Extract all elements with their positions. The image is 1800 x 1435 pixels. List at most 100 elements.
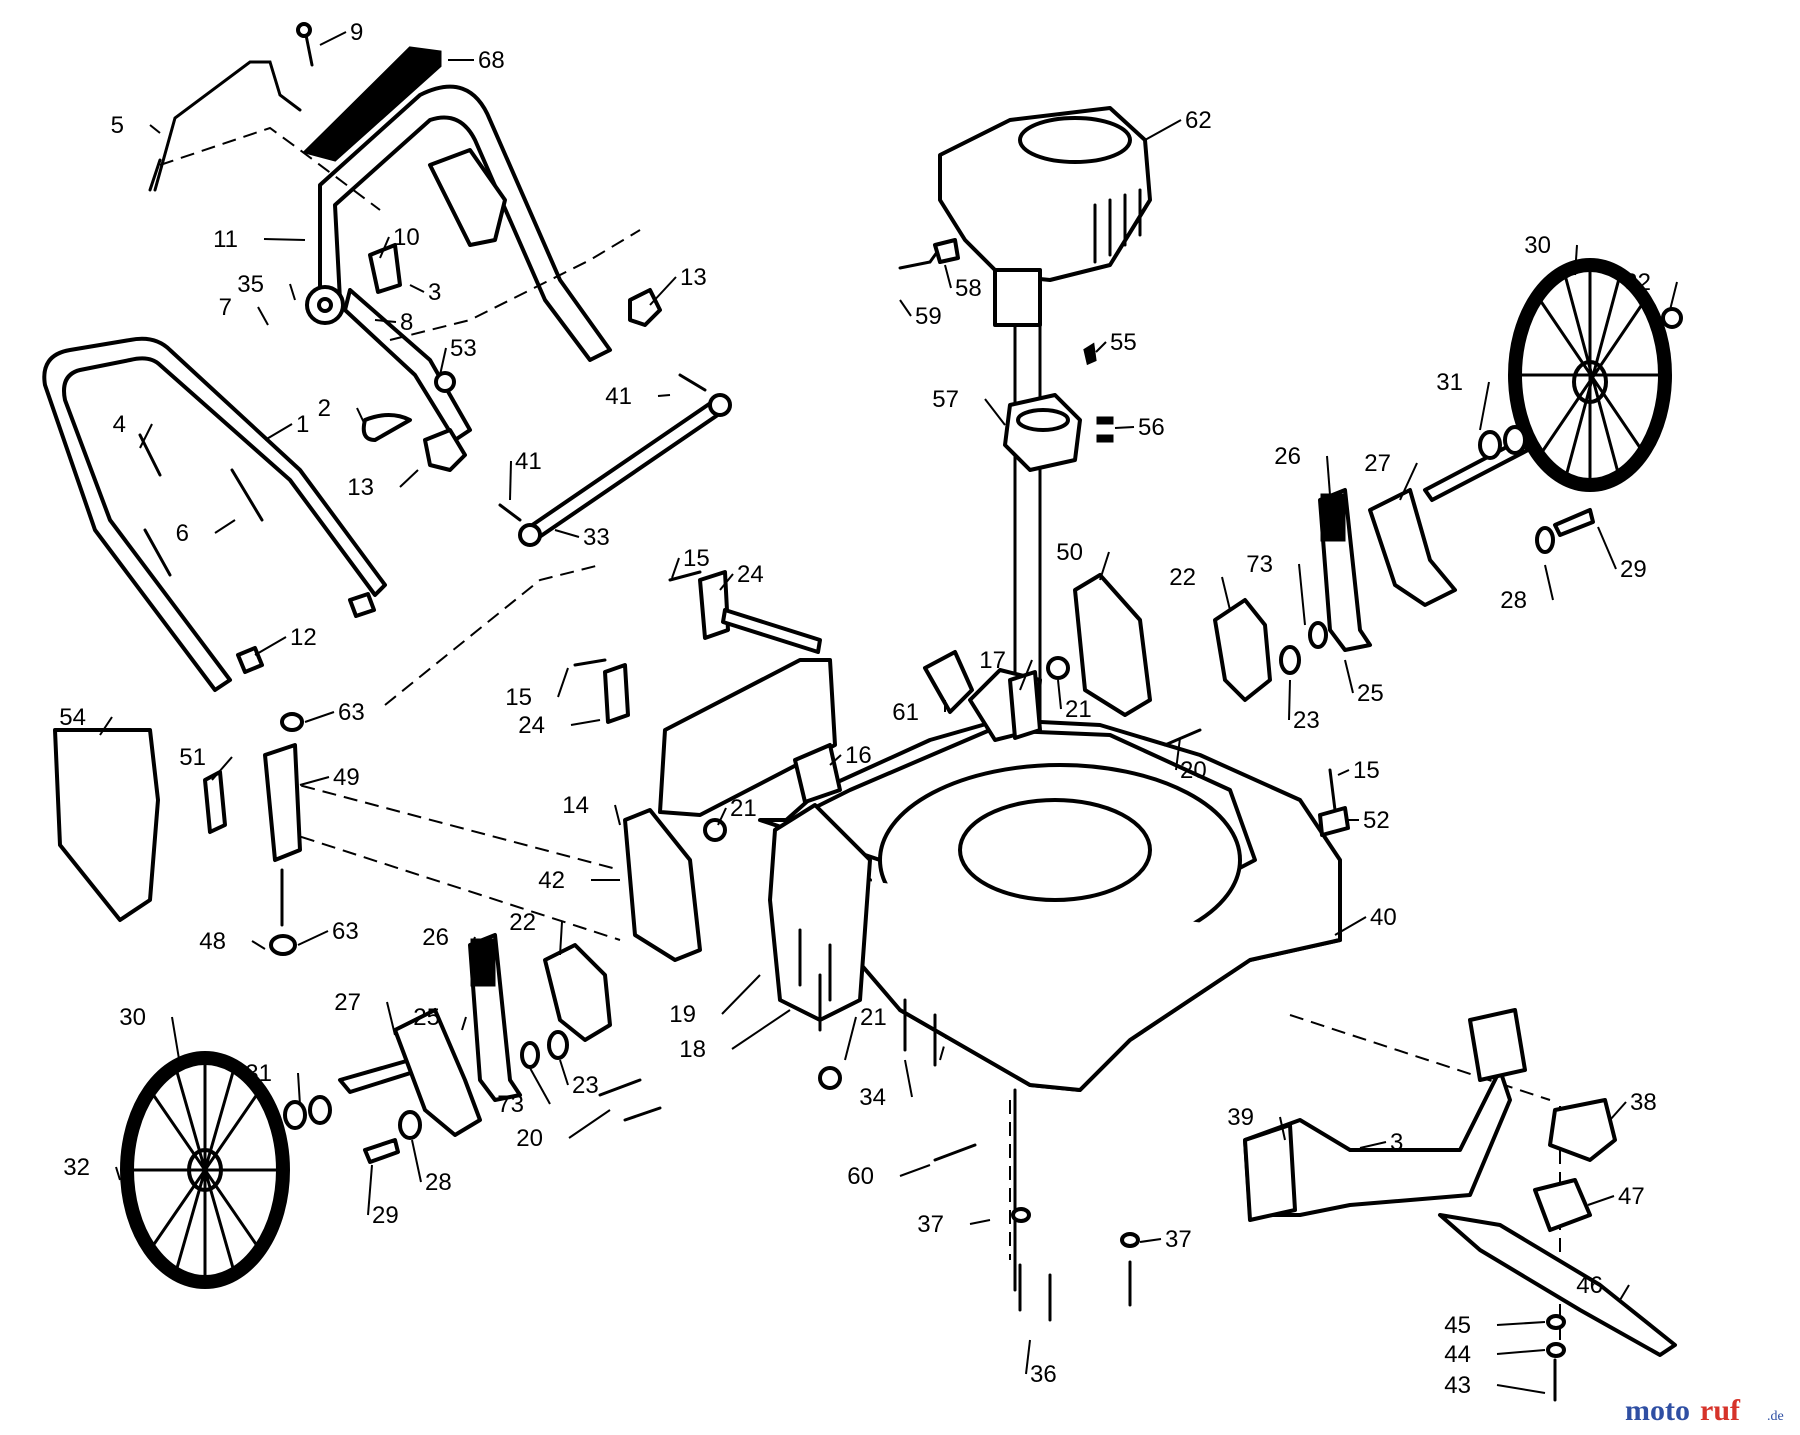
wheel-tire-left <box>120 1051 290 1289</box>
callout-leader <box>844 1016 857 1061</box>
callout-18: 18 <box>679 1036 706 1063</box>
callout-leader <box>304 711 335 723</box>
bushing-63b <box>269 934 297 956</box>
callout-21: 21 <box>1065 696 1092 723</box>
callout-leader <box>984 398 1006 426</box>
axle-end-upper <box>708 393 732 417</box>
key-56a <box>1096 416 1114 425</box>
spacer-top <box>1016 408 1070 432</box>
callout-leader <box>297 1072 301 1106</box>
callout-61: 61 <box>892 699 919 726</box>
callout-15: 15 <box>683 545 710 572</box>
callout-leader <box>1669 281 1678 311</box>
bracket-24b <box>603 663 630 724</box>
clip-41a <box>678 373 707 392</box>
callout-55: 55 <box>1110 329 1137 356</box>
callout-22: 22 <box>509 909 536 936</box>
callout-45: 45 <box>1444 1312 1471 1339</box>
callout-leader <box>149 124 161 134</box>
callout-leader <box>899 1164 931 1177</box>
callout-leader <box>1587 1195 1615 1206</box>
chute-hinge-49 <box>263 743 302 862</box>
callout-35: 35 <box>237 271 264 298</box>
callout-leader <box>719 573 734 591</box>
front-left-wheel <box>120 1051 422 1289</box>
rear-axle <box>498 373 732 547</box>
callout-leader <box>1597 526 1617 570</box>
deflector <box>923 650 974 714</box>
callout-7: 7 <box>219 294 232 321</box>
callout-leader <box>1279 1116 1286 1141</box>
callout-leader <box>374 319 397 323</box>
spacer-31d <box>308 1095 332 1125</box>
washer-23-right <box>1279 645 1301 675</box>
clip-upper <box>230 468 264 522</box>
callout-20: 20 <box>1180 757 1207 784</box>
right-height-adjuster <box>1073 425 1595 717</box>
callout-28: 28 <box>425 1169 452 1196</box>
guard-plate-38b <box>1468 1008 1527 1082</box>
callout-30: 30 <box>1524 232 1551 259</box>
callout-21: 21 <box>730 795 757 822</box>
washer-73-left <box>520 1041 540 1069</box>
callout-28: 28 <box>1500 587 1527 614</box>
callout-leader <box>1359 1141 1387 1149</box>
callout-leader <box>559 921 563 956</box>
callout-leader <box>211 756 233 781</box>
callout-leader <box>1139 1238 1162 1243</box>
callout-73: 73 <box>1246 551 1273 578</box>
callout-leader <box>1496 1349 1546 1355</box>
callout-leader <box>439 347 447 376</box>
washer-28-left <box>398 1110 422 1140</box>
callout-6: 6 <box>176 520 189 547</box>
rear-right-wheel <box>1508 258 1683 492</box>
watermark-part1: moto <box>1625 1394 1690 1427</box>
callout-68: 68 <box>478 47 505 74</box>
adjuster-grip-left <box>470 938 496 987</box>
axle-end-lower <box>518 523 542 547</box>
callout-27: 27 <box>1364 450 1391 477</box>
clip-41b <box>498 503 522 522</box>
callout-50: 50 <box>1056 539 1083 566</box>
callout-leader <box>1019 659 1033 691</box>
callout-32: 32 <box>1624 269 1651 296</box>
deck-front-lip <box>778 868 1342 1092</box>
callout-leader <box>1144 119 1182 141</box>
pin-15b <box>573 658 607 667</box>
callout-leader <box>559 1059 569 1086</box>
callout-58: 58 <box>955 275 982 302</box>
callout-40: 40 <box>1370 904 1397 931</box>
callout-leader <box>969 1219 991 1225</box>
callout-17: 17 <box>979 647 1006 674</box>
callout-25: 25 <box>413 1004 440 1031</box>
callout-leader <box>721 974 761 1015</box>
callout-63: 63 <box>338 699 365 726</box>
callout-13: 13 <box>347 474 374 501</box>
washer-28 <box>1535 526 1555 554</box>
axle-rod <box>523 398 727 542</box>
callout-leader <box>614 804 621 826</box>
callout-36: 36 <box>1030 1361 1057 1388</box>
handle-bracket <box>368 243 402 294</box>
adjuster-plate-right <box>1368 488 1457 607</box>
callout-leader <box>1114 426 1135 429</box>
blade-46 <box>1438 1213 1677 1357</box>
hair-pin <box>361 413 412 442</box>
washer-44 <box>1546 1342 1566 1358</box>
wheel-nut-right <box>1661 307 1683 329</box>
callout-leader <box>264 423 293 441</box>
callout-32: 32 <box>63 1154 90 1181</box>
callout-leader <box>289 283 296 301</box>
callout-leader <box>1334 916 1367 936</box>
callout-41: 41 <box>515 448 542 475</box>
callout-13: 13 <box>680 264 707 291</box>
callout-23: 23 <box>572 1072 599 1099</box>
callout-leader <box>1175 737 1181 771</box>
callout-leader <box>1298 563 1306 626</box>
callout-leader <box>251 940 266 950</box>
callout-11: 11 <box>213 226 238 253</box>
callout-leader <box>731 1009 791 1050</box>
callout-leader <box>319 31 347 46</box>
callout-leader <box>1057 679 1062 710</box>
key-55 <box>1083 342 1097 366</box>
